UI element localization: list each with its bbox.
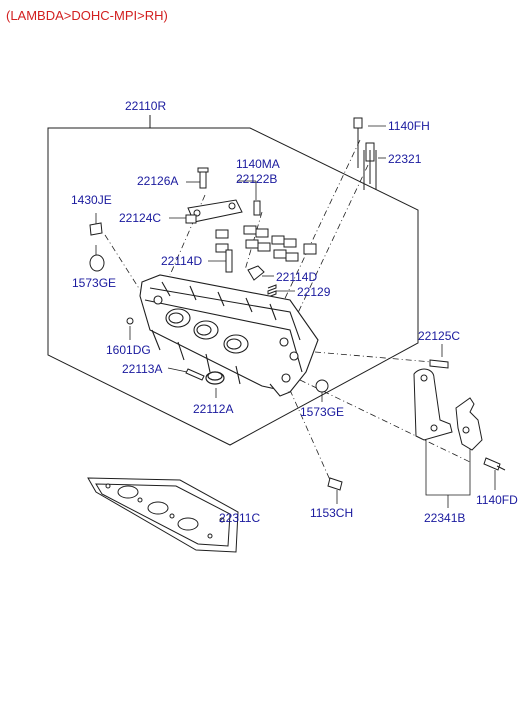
part-label-22129[interactable]: 22129 [297, 285, 331, 299]
part-label-22113A[interactable]: 22113A [122, 362, 163, 376]
part-label-1153CH[interactable]: 1153CH [310, 506, 354, 520]
part-label-22114D-left[interactable]: 22114D [161, 254, 203, 268]
head-bolt-22321 [363, 142, 377, 190]
spring-22129 [267, 284, 277, 298]
bracket-22341B [413, 368, 483, 451]
valve-guides-22114D [225, 249, 265, 281]
lash-adjusters [215, 225, 317, 262]
plug-1573GE-right [315, 379, 329, 393]
part-label-22125C[interactable]: 22125C [418, 329, 461, 343]
part-label-22112A[interactable]: 22112A [193, 402, 234, 416]
pin-22113A [185, 368, 205, 381]
pin-1430JE [89, 222, 103, 236]
head-gasket-22311C [87, 477, 239, 553]
assembly-guide-lines [104, 139, 471, 481]
part-label-22114D-right[interactable]: 22114D [276, 270, 318, 284]
assembly-outline [47, 115, 419, 446]
part-label-1601DG[interactable]: 1601DG [106, 343, 151, 357]
bolt-1140FD [483, 457, 506, 471]
part-label-22321[interactable]: 22321 [388, 152, 422, 166]
part-label-1573GE-right[interactable]: 1573GE [300, 405, 345, 419]
part-label-1140FD[interactable]: 1140FD [476, 493, 518, 507]
part-label-1140MA[interactable]: 1140MA [236, 157, 280, 171]
seal-22112A [205, 371, 225, 385]
spacer-22124C [185, 214, 197, 224]
dowel-1601DG [126, 317, 134, 325]
plug-1573GE-left [89, 254, 105, 272]
part-label-22311C[interactable]: 22311C [219, 511, 261, 525]
part-label-1430JE[interactable]: 1430JE [71, 193, 112, 207]
cylinder-head-22110R [139, 274, 319, 397]
part-label-22124C[interactable]: 22124C [119, 211, 162, 225]
dowel-22122B [253, 200, 261, 216]
part-label-22341B[interactable]: 22341B [424, 511, 466, 525]
part-label-1140FH[interactable]: 1140FH [388, 119, 430, 133]
part-label-22126A[interactable]: 22126A [137, 174, 179, 188]
bolt-1140FH [353, 117, 363, 168]
assembly-label-22110R[interactable]: 22110R [125, 99, 167, 113]
part-label-1573GE-left[interactable]: 1573GE [72, 276, 117, 290]
stud-1153CH [327, 477, 343, 491]
part-label-22122B[interactable]: 22122B [236, 172, 278, 186]
stud-22125C [429, 359, 449, 369]
diagram-variant-header: (LAMBDA>DOHC-MPI>RH) [6, 8, 168, 23]
leader-lines [95, 125, 496, 518]
cam-cap-22126A [187, 167, 243, 223]
